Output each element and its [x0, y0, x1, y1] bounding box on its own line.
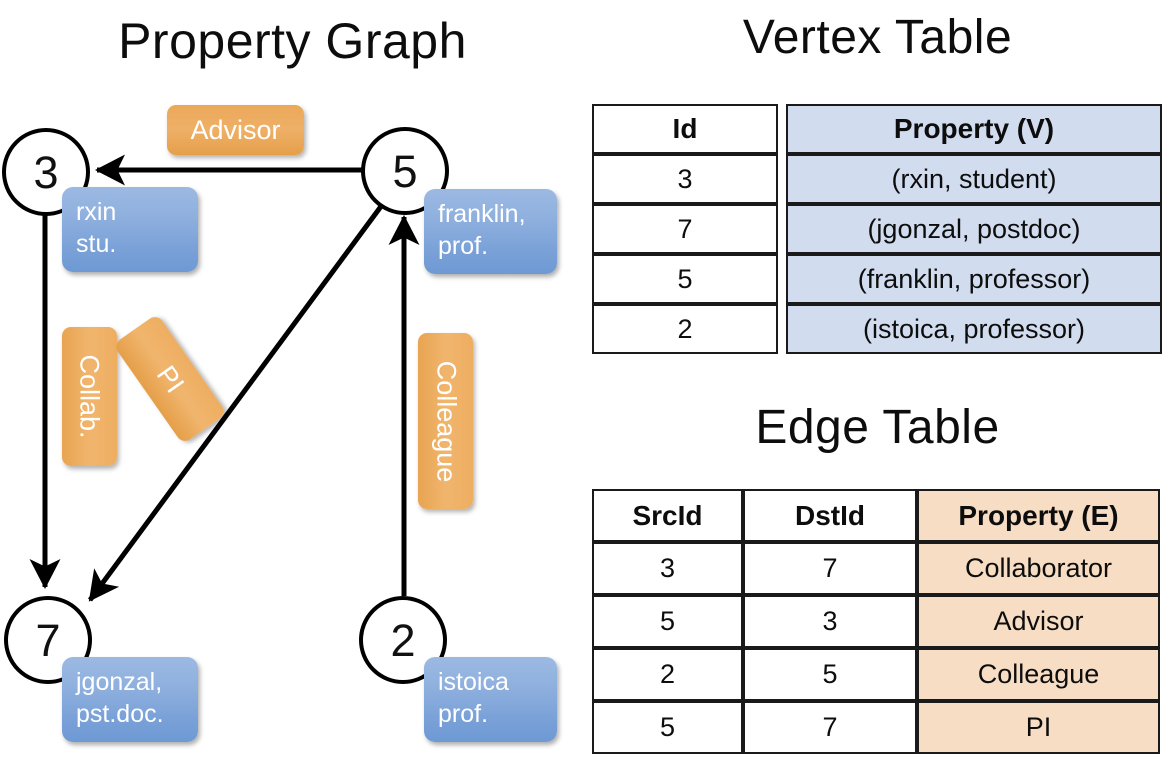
- table-row: 5 7 PI: [592, 701, 1160, 754]
- edge-table-cell-property: Advisor: [917, 595, 1160, 648]
- edge-table-header-row: SrcId DstId Property (E): [592, 489, 1160, 542]
- edge-table-cell-srcid: 5: [592, 595, 743, 648]
- graph-vertex-5-label: 5: [392, 145, 418, 197]
- vertex-table-cell-property: (jgonzal, postdoc): [786, 204, 1162, 254]
- vertex-property-role-istoica: prof.: [438, 700, 489, 728]
- table-row: 2 5 Colleague: [592, 648, 1160, 701]
- edge-table-cell-dstid: 7: [743, 542, 917, 595]
- edge-label-colleague-text: Colleague: [431, 360, 461, 482]
- graph-vertex-7-label: 7: [35, 614, 61, 666]
- vertex-table-header-property: Property (V): [786, 104, 1162, 154]
- vertex-property-role-jgonzal: pst.doc.: [76, 700, 164, 728]
- edge-arrow-pi: [87, 203, 385, 602]
- vertex-table-cell-id: 7: [592, 204, 778, 254]
- vertex-property-box-istoica: istoica prof.: [424, 657, 557, 742]
- edge-label-collab: Collab.: [62, 327, 117, 466]
- vertex-table-cell-property: (rxin, student): [786, 154, 1162, 204]
- page-title-vertex-table: Vertex Table: [742, 11, 1013, 64]
- vertex-table-header-row: Id Property (V): [592, 104, 1162, 154]
- vertex-property-role-franklin: prof.: [438, 232, 489, 260]
- graph-vertex-5[interactable]: 5: [361, 127, 449, 215]
- edge-label-collab-text: Collab.: [75, 354, 106, 439]
- vertex-table-column-gap: [778, 204, 786, 254]
- edge-table-cell-dstid: 7: [743, 701, 917, 754]
- edge-table-cell-property: Collaborator: [917, 542, 1160, 595]
- edge-table-header-dstid: DstId: [743, 489, 917, 542]
- edge-label-advisor-text: Advisor: [190, 114, 281, 145]
- table-row: 3 7 Collaborator: [592, 542, 1160, 595]
- edge-table-cell-property: Colleague: [917, 648, 1160, 701]
- table-row: 7 (jgonzal, postdoc): [592, 204, 1162, 254]
- vertex-table-cell-property: (istoica, professor): [786, 304, 1162, 354]
- vertex-property-name-jgonzal: jgonzal,: [76, 668, 163, 696]
- table-row: 3 (rxin, student): [592, 154, 1162, 204]
- page-title-property-graph: Property Graph: [118, 13, 467, 69]
- vertex-table-column-gap: [778, 104, 786, 154]
- edge-table-cell-dstid: 5: [743, 648, 917, 701]
- vertex-property-name-istoica: istoica: [438, 668, 509, 696]
- vertex-property-box-jgonzal: jgonzal, pst.doc.: [62, 657, 198, 742]
- table-row: 5 (franklin, professor): [592, 254, 1162, 304]
- edge-label-colleague: Colleague: [418, 333, 473, 509]
- vertex-property-name-franklin: franklin,: [438, 200, 526, 228]
- edge-label-advisor: Advisor: [167, 105, 304, 155]
- graph-vertex-2-label: 2: [390, 614, 416, 666]
- vertex-table: Id Property (V) 3 (rxin, student) 7 (jgo…: [592, 104, 1162, 354]
- vertex-property-role-rxin: stu.: [76, 230, 117, 258]
- graph-vertex-3-label: 3: [33, 146, 59, 198]
- edge-table-header-property: Property (E): [917, 489, 1160, 542]
- edge-table-cell-property: PI: [917, 701, 1160, 754]
- edge-table-cell-srcid: 5: [592, 701, 743, 754]
- graph-edge-arrows: [29, 154, 420, 602]
- vertex-table-column-gap: [778, 154, 786, 204]
- page-title-edge-table: Edge Table: [755, 401, 1000, 454]
- vertex-table-cell-id: 3: [592, 154, 778, 204]
- table-row: 2 (istoica, professor): [592, 304, 1162, 354]
- vertex-table-header-id: Id: [592, 104, 778, 154]
- vertex-table-cell-id: 2: [592, 304, 778, 354]
- vertex-table-cell-id: 5: [592, 254, 778, 304]
- edge-table: SrcId DstId Property (E) 3 7 Collaborato…: [592, 489, 1160, 754]
- edge-table-header-srcid: SrcId: [592, 489, 743, 542]
- vertex-table-cell-property: (franklin, professor): [786, 254, 1162, 304]
- edge-table-cell-srcid: 2: [592, 648, 743, 701]
- edge-label-pi-text: PI: [150, 359, 191, 398]
- vertex-table-column-gap: [778, 304, 786, 354]
- vertex-property-name-rxin: rxin: [76, 198, 117, 226]
- graph-vertex-2[interactable]: 2: [359, 596, 447, 684]
- edge-table-cell-srcid: 3: [592, 542, 743, 595]
- vertex-table-column-gap: [778, 254, 786, 304]
- vertex-property-box-franklin: franklin, prof.: [424, 189, 557, 274]
- edge-table-cell-dstid: 3: [743, 595, 917, 648]
- vertex-property-box-rxin: rxin stu.: [62, 187, 198, 272]
- table-row: 5 3 Advisor: [592, 595, 1160, 648]
